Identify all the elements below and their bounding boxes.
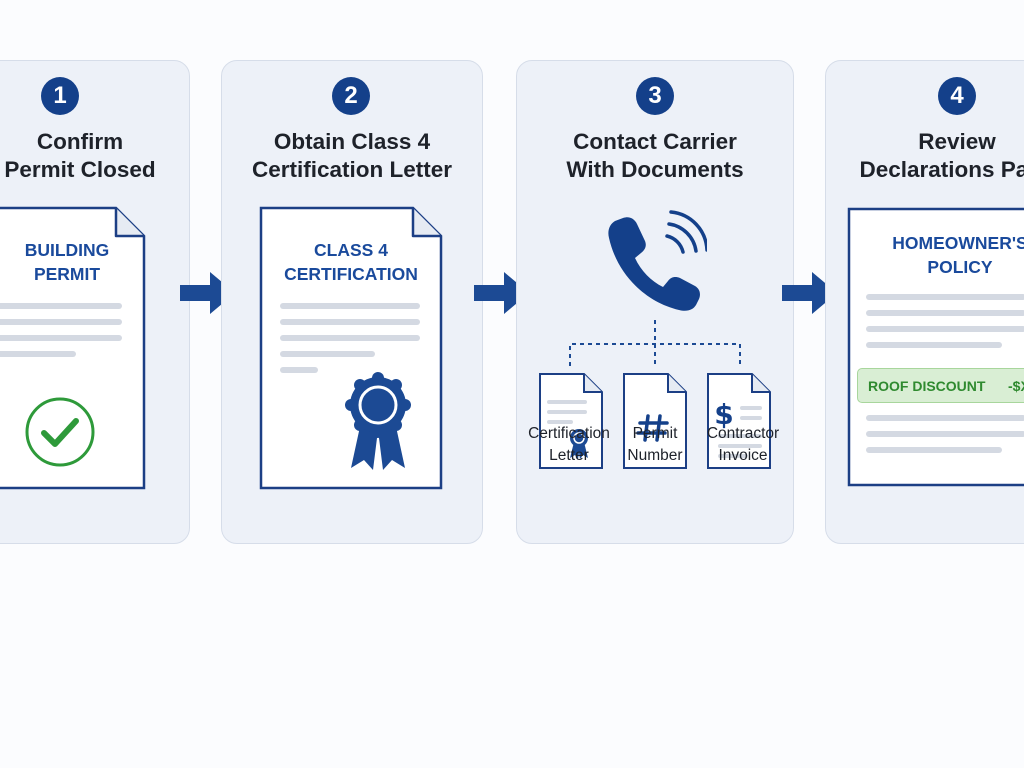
- step-number-badge: 4: [938, 77, 976, 115]
- text-placeholder-lines: [280, 303, 420, 383]
- document-label: Certification Letter: [528, 425, 610, 464]
- document-label: Contractor Invoice: [706, 425, 780, 464]
- step-number-badge: 3: [636, 77, 674, 115]
- document-heading: CLASS 4 CERTIFICATION: [284, 240, 418, 284]
- document-label: Permit Number: [627, 425, 683, 464]
- phone-call-icon: [608, 210, 707, 311]
- contractor-invoice-document: $: [706, 372, 772, 470]
- text-placeholder-lines: [866, 294, 1024, 358]
- document-connector-lines: [569, 320, 741, 366]
- building-permit-document: BUILDING PERMIT: [0, 206, 146, 490]
- step-number-badge: 1: [41, 77, 79, 115]
- discount-value: -$XX: [1008, 378, 1024, 394]
- text-placeholder-lines: [0, 303, 122, 367]
- checkmark-icon: [25, 397, 95, 467]
- certification-letter-document: [538, 372, 604, 470]
- step-title: Review Declarations Page: [859, 129, 1024, 182]
- document-heading: BUILDING PERMIT: [24, 240, 110, 284]
- class-4-certification-document: CLASS 4 CERTIFICATION: [259, 206, 443, 490]
- document-heading: HOMEOWNER'S POLICY: [892, 233, 1024, 277]
- step-title: Obtain Class 4 Certification Letter: [251, 129, 453, 182]
- homeowners-policy-document: HOMEOWNER'S POLICY: [847, 207, 1024, 487]
- arrow-right-icon: [782, 272, 837, 314]
- ribbon-icon: [570, 429, 588, 459]
- discount-label: ROOF DISCOUNT: [868, 378, 986, 394]
- arrow-right-icon: [474, 272, 529, 314]
- award-ribbon-icon: [345, 372, 411, 470]
- roof-discount-row: ROOF DISCOUNT -$XX: [857, 368, 1024, 403]
- step-number-badge: 2: [332, 77, 370, 115]
- permit-number-document: [622, 372, 688, 470]
- step-title: Contact Carrier With Documents: [566, 129, 744, 182]
- step-title: Confirm Permit Closed: [4, 129, 156, 182]
- dollar-icon: $: [714, 398, 733, 431]
- text-placeholder-lines: [866, 415, 1024, 463]
- hash-icon: [636, 414, 669, 442]
